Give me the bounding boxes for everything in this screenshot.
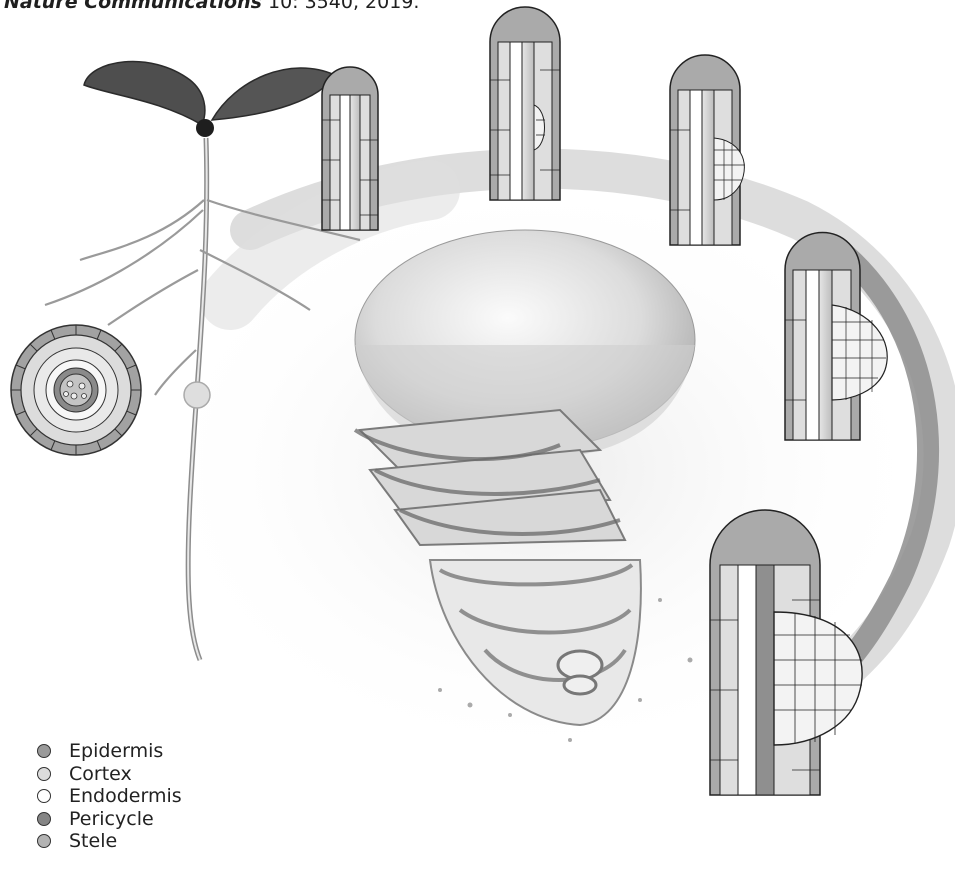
legend-item-endodermis: Endodermis: [37, 785, 182, 808]
legend-item-epidermis: Epidermis: [37, 740, 182, 763]
root-section-stage-1: [322, 67, 378, 230]
legend-label: Endodermis: [69, 785, 182, 807]
legend-swatch: [37, 834, 51, 848]
tissue-legend: Epidermis Cortex Endodermis Pericycle St…: [37, 740, 182, 853]
legend-item-stele: Stele: [37, 830, 182, 853]
legend-item-cortex: Cortex: [37, 763, 182, 786]
shoot-apex: [196, 119, 214, 137]
legend-swatch: [37, 812, 51, 826]
legend-item-pericycle: Pericycle: [37, 808, 182, 831]
right-cotyledon: [212, 68, 335, 120]
legend-swatch: [37, 789, 51, 803]
root-cross-section: [11, 325, 141, 455]
legend-swatch: [37, 767, 51, 781]
root-zoom-marker: [184, 382, 210, 408]
left-cotyledon: [84, 61, 205, 125]
legend-swatch: [37, 744, 51, 758]
root-section-stage-3: [670, 55, 745, 245]
legend-label: Stele: [69, 830, 117, 852]
root-section-stage-2: [490, 7, 560, 200]
legend-label: Cortex: [69, 763, 132, 785]
legend-label: Epidermis: [69, 740, 163, 762]
legend-label: Pericycle: [69, 808, 154, 830]
